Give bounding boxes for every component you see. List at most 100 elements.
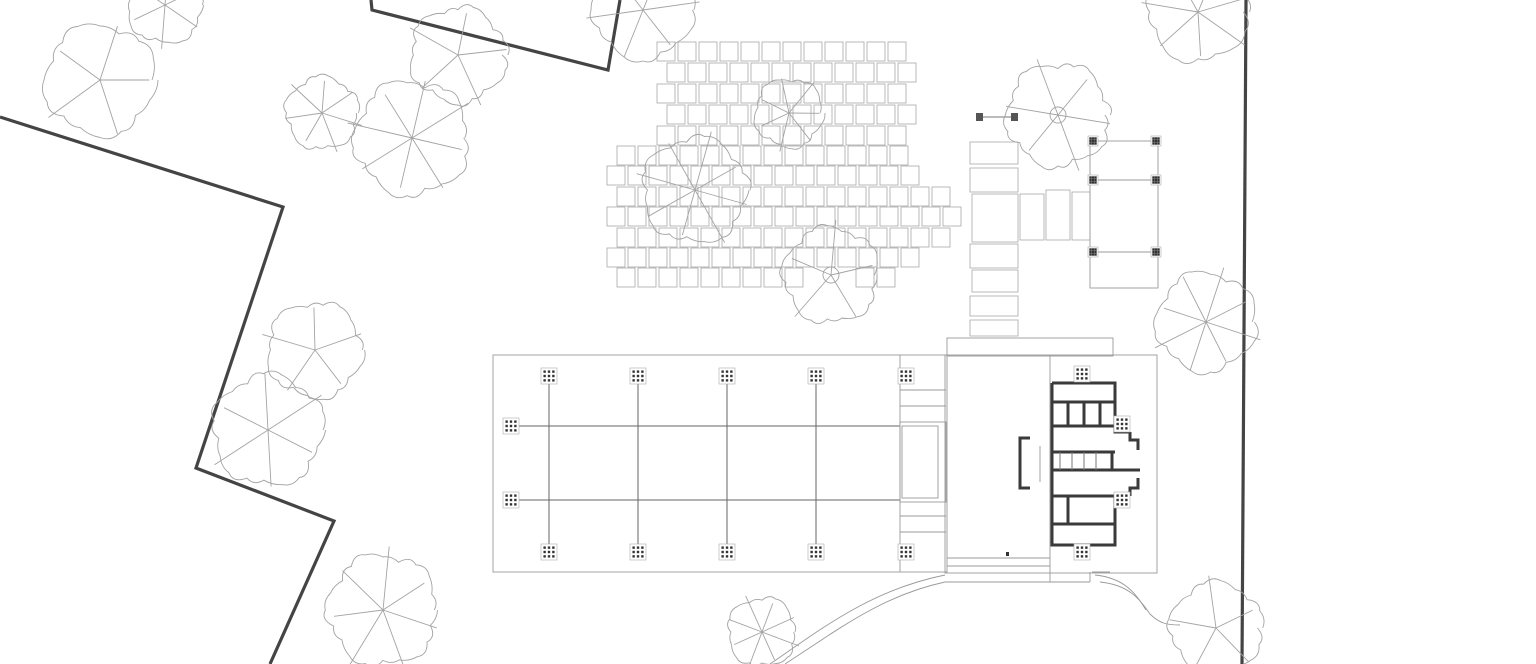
paver-stone [721, 267, 741, 288]
column-footing [1087, 174, 1099, 186]
column-footing [502, 417, 520, 435]
column-footing [1073, 543, 1091, 561]
paver-stone [740, 41, 760, 62]
column-footing [718, 367, 736, 385]
paver-stone [782, 41, 802, 62]
paver-stone [761, 125, 781, 146]
paver-stone [763, 267, 783, 288]
tree [727, 595, 800, 664]
paver-stone [868, 145, 888, 166]
small-pergola-east [1089, 140, 1159, 289]
paver-stone [834, 104, 854, 125]
paver-stone [866, 125, 886, 146]
paver-stone [792, 62, 812, 83]
paver-stone [803, 41, 823, 62]
paver-stone [942, 206, 962, 227]
paver-stone [774, 247, 794, 268]
paver-stone [637, 267, 657, 288]
paver-stone [740, 83, 760, 104]
paver-stone [837, 247, 857, 268]
paver-stone [616, 186, 636, 207]
paver-stone [887, 125, 907, 146]
column-footing [897, 543, 915, 561]
column-footing [718, 543, 736, 561]
paver-stone [887, 83, 907, 104]
paver-stone [708, 62, 728, 83]
paver-stone [656, 125, 676, 146]
tree [779, 220, 878, 324]
paver-stone [855, 62, 875, 83]
column-footing [1150, 246, 1162, 258]
paver-stone [679, 186, 699, 207]
paver-stone [887, 41, 907, 62]
paver-stone [837, 165, 857, 186]
paver-stone [666, 104, 686, 125]
paver-stone [774, 165, 794, 186]
paver-stone [816, 165, 836, 186]
paver-stone [677, 125, 697, 146]
paver-stone [666, 62, 686, 83]
paver-stone [742, 227, 762, 248]
tree [636, 131, 752, 243]
paver-stone [658, 267, 678, 288]
paver-stone [921, 206, 941, 227]
paver-courtyard [606, 41, 962, 288]
paver-stone [679, 227, 699, 248]
paver-stone [700, 227, 720, 248]
paver-stone [855, 104, 875, 125]
paver-stone [847, 145, 867, 166]
paver-stone [648, 206, 668, 227]
paver-stone [648, 247, 668, 268]
paver-stone [910, 227, 930, 248]
paver-stone [606, 206, 626, 227]
paver-stone [900, 247, 920, 268]
paver-stone [792, 104, 812, 125]
paver-stone [889, 227, 909, 248]
stepping-stone-path [969, 113, 1091, 337]
paver-stone [784, 186, 804, 207]
paver-stone [774, 206, 794, 227]
paver-stone [637, 227, 657, 248]
paver-stone [658, 145, 678, 166]
column-footing [1087, 246, 1099, 258]
paver-stone [698, 83, 718, 104]
paver-stone [855, 267, 875, 288]
tree [753, 78, 826, 152]
paver-stone [826, 227, 846, 248]
walkway-curves [769, 571, 1181, 664]
paver-stone [669, 165, 689, 186]
column-footing [1113, 415, 1131, 433]
paver-stone [616, 267, 636, 288]
paver-stone [753, 206, 773, 227]
paver-stone [866, 41, 886, 62]
paver-stone [771, 62, 791, 83]
paver-stone [742, 145, 762, 166]
tree [409, 4, 510, 107]
paver-stone [834, 62, 854, 83]
property-boundary-lines [0, 0, 1248, 664]
paver-stone [711, 206, 731, 227]
paver-stone [761, 83, 781, 104]
tree [586, 0, 700, 63]
paver-stone [750, 104, 770, 125]
column-footing [1087, 135, 1099, 147]
paver-stone [900, 206, 920, 227]
paver-stone [784, 145, 804, 166]
paver-stone [729, 62, 749, 83]
paver-stone [637, 145, 657, 166]
paver-stone [690, 247, 710, 268]
paver-stone [753, 247, 773, 268]
paver-stone [627, 206, 647, 227]
paver-stone [763, 227, 783, 248]
paver-stone [803, 125, 823, 146]
column-footing [1150, 174, 1162, 186]
paver-stone [824, 125, 844, 146]
paver-stone [763, 186, 783, 207]
paver-stone [616, 145, 636, 166]
paver-stone [858, 206, 878, 227]
paver-stone [719, 125, 739, 146]
column-footing [1150, 135, 1162, 147]
paver-stone [910, 186, 930, 207]
paver-stone [795, 206, 815, 227]
paver-stone [677, 83, 697, 104]
